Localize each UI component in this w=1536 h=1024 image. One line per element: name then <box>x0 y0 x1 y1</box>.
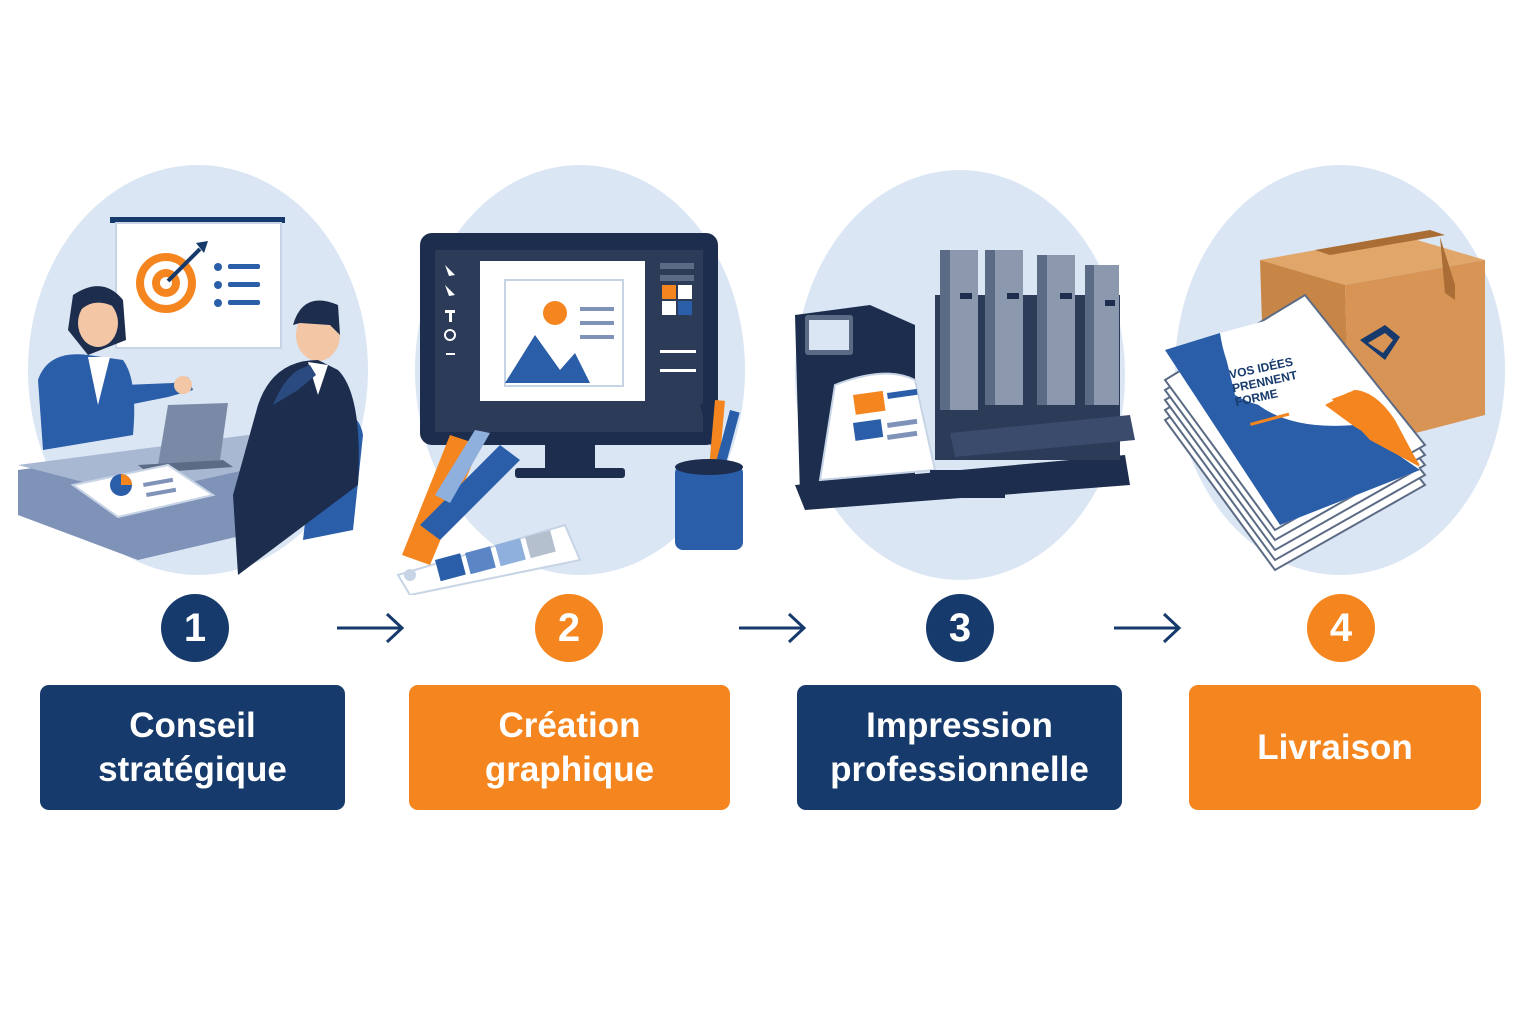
step-1-label-line-2: stratégique <box>98 748 287 792</box>
step-1-label: Conseil stratégique <box>40 685 345 810</box>
step-3-label: Impression professionnelle <box>797 685 1122 810</box>
step-3-label-line-1: Impression <box>830 704 1089 748</box>
step-1-label-line-1: Conseil <box>98 704 287 748</box>
step-3-label-line-2: professionnelle <box>830 748 1089 792</box>
printing-press-illustration <box>775 165 1145 585</box>
step-2-number-badge: 2 <box>535 594 603 662</box>
arrow-right-icon <box>737 610 809 646</box>
graphic-design-illustration <box>390 165 770 595</box>
arrow-right-icon <box>335 610 407 646</box>
step-1-number-badge: 1 <box>161 594 229 662</box>
consulting-meeting-illustration <box>18 165 378 580</box>
step-3-number-badge: 3 <box>926 594 994 662</box>
step-4-label: Livraison <box>1189 685 1481 810</box>
step-2-label-line-2: graphique <box>485 748 654 792</box>
step-4-label-line-1: Livraison <box>1257 726 1413 770</box>
step-2-label-line-1: Création <box>485 704 654 748</box>
step-4-number-badge: 4 <box>1307 594 1375 662</box>
arrow-right-icon <box>1112 610 1184 646</box>
step-2-label: Création graphique <box>409 685 730 810</box>
delivery-box-illustration <box>1155 165 1525 580</box>
